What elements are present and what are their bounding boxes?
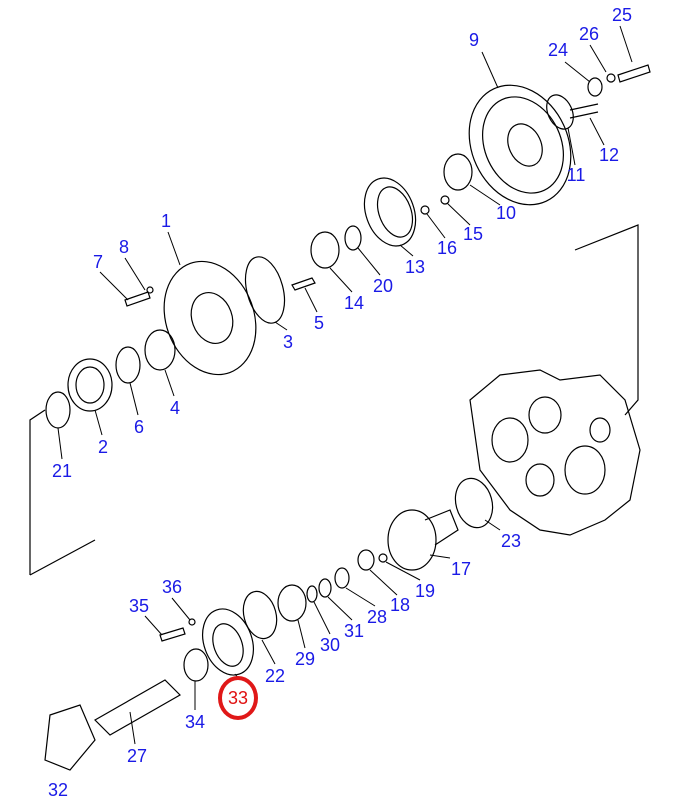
part-31 — [318, 578, 332, 598]
part-30 — [306, 585, 318, 603]
part-18 — [357, 549, 375, 571]
callout-6[interactable]: 6 — [133, 417, 145, 437]
callout-23[interactable]: 23 — [500, 531, 522, 551]
callout-30[interactable]: 30 — [319, 635, 341, 655]
callout-1[interactable]: 1 — [160, 211, 172, 231]
callout-3[interactable]: 3 — [282, 332, 294, 352]
part-29 — [277, 584, 307, 622]
callout-28[interactable]: 28 — [366, 607, 388, 627]
callout-36[interactable]: 36 — [161, 577, 183, 597]
part-13 — [363, 177, 417, 247]
part-3 — [244, 256, 286, 324]
callout-16[interactable]: 16 — [436, 238, 458, 258]
callout-10[interactable]: 10 — [495, 203, 517, 223]
callout-33[interactable]: 33 — [227, 688, 249, 708]
callout-4[interactable]: 4 — [169, 398, 181, 418]
part-34 — [183, 648, 209, 682]
callout-5[interactable]: 5 — [313, 313, 325, 333]
callout-21[interactable]: 21 — [51, 461, 73, 481]
part-14 — [310, 231, 340, 269]
part-27 — [94, 679, 181, 736]
part-33 — [202, 608, 254, 676]
part-17 — [387, 509, 459, 571]
callout-12[interactable]: 12 — [598, 145, 620, 165]
callout-20[interactable]: 20 — [372, 276, 394, 296]
part-24 — [587, 77, 603, 97]
highlight-circle — [218, 676, 258, 720]
part-4 — [144, 329, 176, 371]
callout-17[interactable]: 17 — [450, 559, 472, 579]
callout-14[interactable]: 14 — [343, 293, 365, 313]
callout-7[interactable]: 7 — [92, 252, 104, 272]
callout-31[interactable]: 31 — [343, 621, 365, 641]
part-12 — [569, 103, 599, 119]
part-26 — [606, 73, 616, 83]
part-22 — [242, 590, 278, 640]
callout-26[interactable]: 26 — [578, 24, 600, 44]
part-21 — [45, 391, 71, 429]
part-10 — [443, 153, 473, 191]
callout-34[interactable]: 34 — [184, 712, 206, 732]
part-35 — [159, 627, 186, 642]
callout-29[interactable]: 29 — [294, 649, 316, 669]
callout-22[interactable]: 22 — [264, 666, 286, 686]
callout-32[interactable]: 32 — [47, 780, 69, 800]
transmission-housing — [469, 369, 641, 536]
callout-35[interactable]: 35 — [128, 596, 150, 616]
part-7 — [124, 291, 151, 307]
part-36 — [188, 618, 196, 626]
part-2 — [67, 358, 113, 412]
callout-15[interactable]: 15 — [462, 224, 484, 244]
callout-13[interactable]: 13 — [404, 257, 426, 277]
part-5 — [291, 277, 316, 291]
callout-8[interactable]: 8 — [118, 237, 130, 257]
part-23 — [454, 477, 494, 529]
part-20 — [344, 225, 362, 251]
callout-18[interactable]: 18 — [389, 595, 411, 615]
part-19 — [378, 553, 388, 563]
callout-19[interactable]: 19 — [414, 581, 436, 601]
part-32 — [44, 704, 96, 771]
part-15 — [440, 195, 450, 205]
part-9 — [468, 84, 572, 206]
part-28 — [334, 567, 350, 589]
callout-11[interactable]: 11 — [566, 165, 586, 185]
part-25 — [617, 64, 651, 83]
part-16 — [420, 205, 430, 215]
part-1 — [163, 260, 257, 376]
callout-27[interactable]: 27 — [126, 746, 148, 766]
callout-24[interactable]: 24 — [547, 40, 569, 60]
callout-9[interactable]: 9 — [468, 30, 480, 50]
part-11 — [546, 94, 574, 130]
part-8 — [146, 286, 154, 294]
callout-2[interactable]: 2 — [97, 437, 109, 457]
part-6 — [115, 346, 141, 384]
callout-25[interactable]: 25 — [611, 5, 633, 25]
